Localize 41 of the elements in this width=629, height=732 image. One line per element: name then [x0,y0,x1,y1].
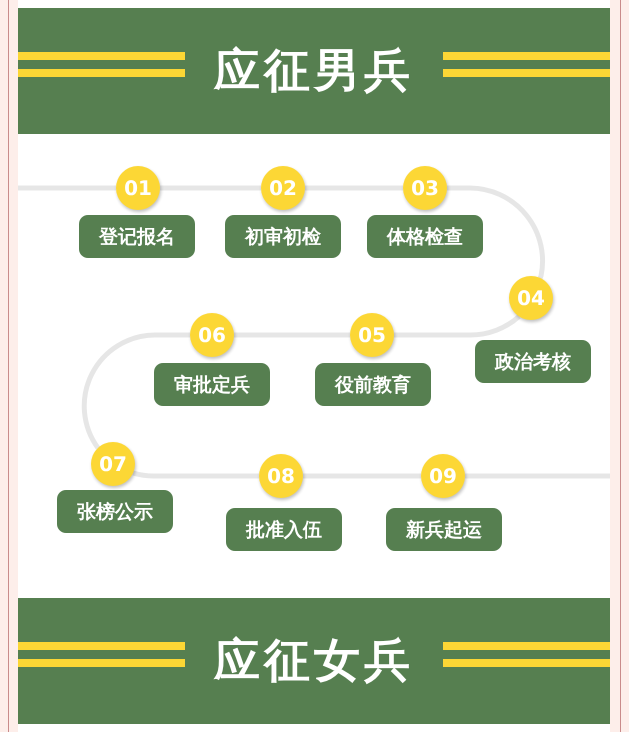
step-label-box [315,363,431,406]
path-line [305,186,403,190]
step-label: 体格检查 [387,224,463,250]
step-label: 政治考核 [495,350,571,374]
path-line [82,332,190,450]
section-title: 应征女兵 [214,632,414,689]
path-line [160,186,261,190]
step-label-box [79,215,195,258]
step-number: 04 [517,288,545,308]
step-number: 02 [269,178,297,198]
path-line [447,186,545,280]
step-label: 审批定兵 [174,372,250,398]
step-label-box [57,490,173,533]
step-label: 初审初检 [245,224,321,250]
step-label-box [475,340,591,383]
step-label-box [226,508,342,551]
path-line [394,314,521,338]
step-number: 08 [267,466,295,486]
step-label: 张榜公示 [77,500,153,524]
step-number: 09 [429,466,457,486]
step-number: 05 [358,325,386,345]
step-number: 03 [411,178,439,198]
path-line [303,474,421,478]
step-label: 登记报名 [99,224,175,250]
step-number: 07 [99,454,127,474]
step-label-box [154,363,270,406]
step-label: 役前教育 [335,372,411,398]
step-label-box [225,215,341,258]
step-label: 新兵起运 [406,518,482,542]
title-banner [18,598,610,724]
path-line [18,186,116,190]
step-number: 01 [124,178,152,198]
section-title: 应征男兵 [214,42,414,99]
step-number: 06 [198,325,226,345]
step-label-box [386,508,502,551]
path-line [132,470,259,478]
title-banner [18,8,610,134]
path-line [234,332,350,338]
step-label-box [367,215,483,258]
path-line [465,474,610,478]
step-label: 批准入伍 [246,518,322,542]
